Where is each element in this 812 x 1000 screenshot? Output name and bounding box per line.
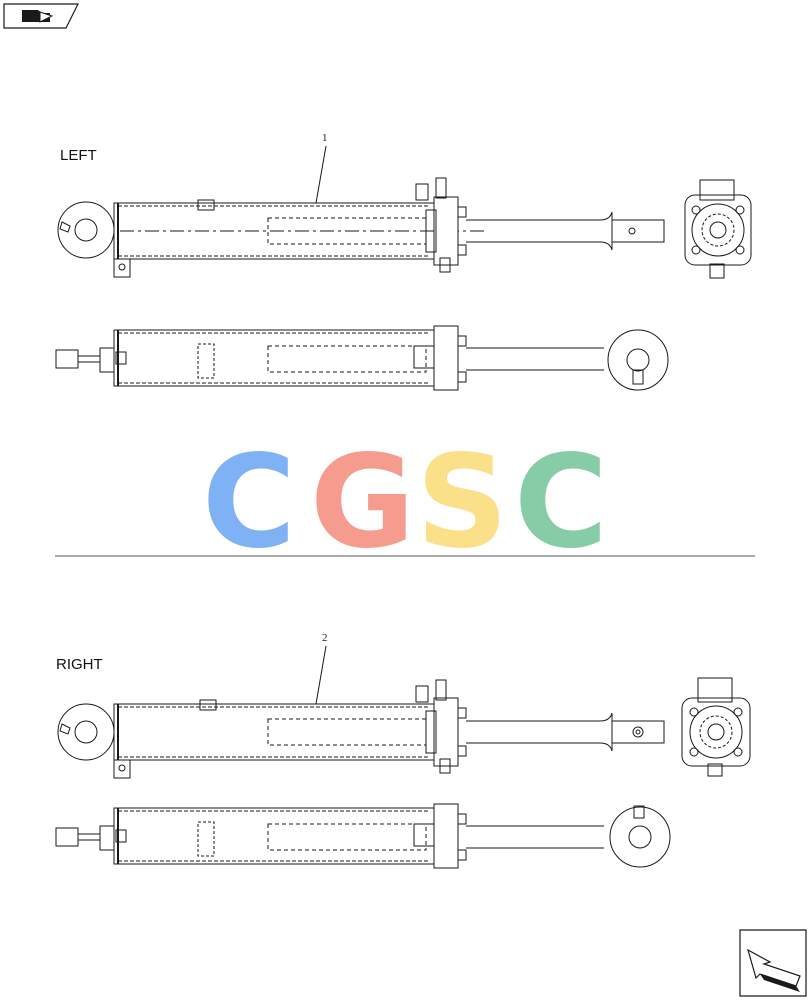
left-section-label: LEFT — [60, 147, 97, 164]
callout-leader-2 — [315, 645, 327, 705]
callout-reference-1: 1 — [322, 132, 328, 144]
callout-leader-1 — [315, 145, 327, 204]
left-cylinder-side-view — [57, 177, 665, 278]
watermark-letter-c1: C — [202, 428, 296, 577]
left-cylinder-top-view — [55, 325, 669, 391]
next-page-arrow-icon[interactable] — [739, 929, 807, 997]
left-cylinder-end-view — [684, 179, 752, 279]
right-section-label: RIGHT — [56, 656, 103, 673]
watermark-letter-c2: C — [514, 428, 608, 577]
previous-page-arrow-icon[interactable] — [3, 3, 79, 29]
right-cylinder-side-view — [57, 679, 665, 779]
watermark-letter-g: G — [310, 428, 415, 577]
right-cylinder-top-view — [55, 803, 671, 869]
watermark-letter-s: S — [416, 428, 508, 577]
right-cylinder-end-view — [681, 677, 751, 777]
callout-reference-2: 2 — [322, 632, 328, 644]
watermark-logo: C G S C — [202, 428, 608, 577]
